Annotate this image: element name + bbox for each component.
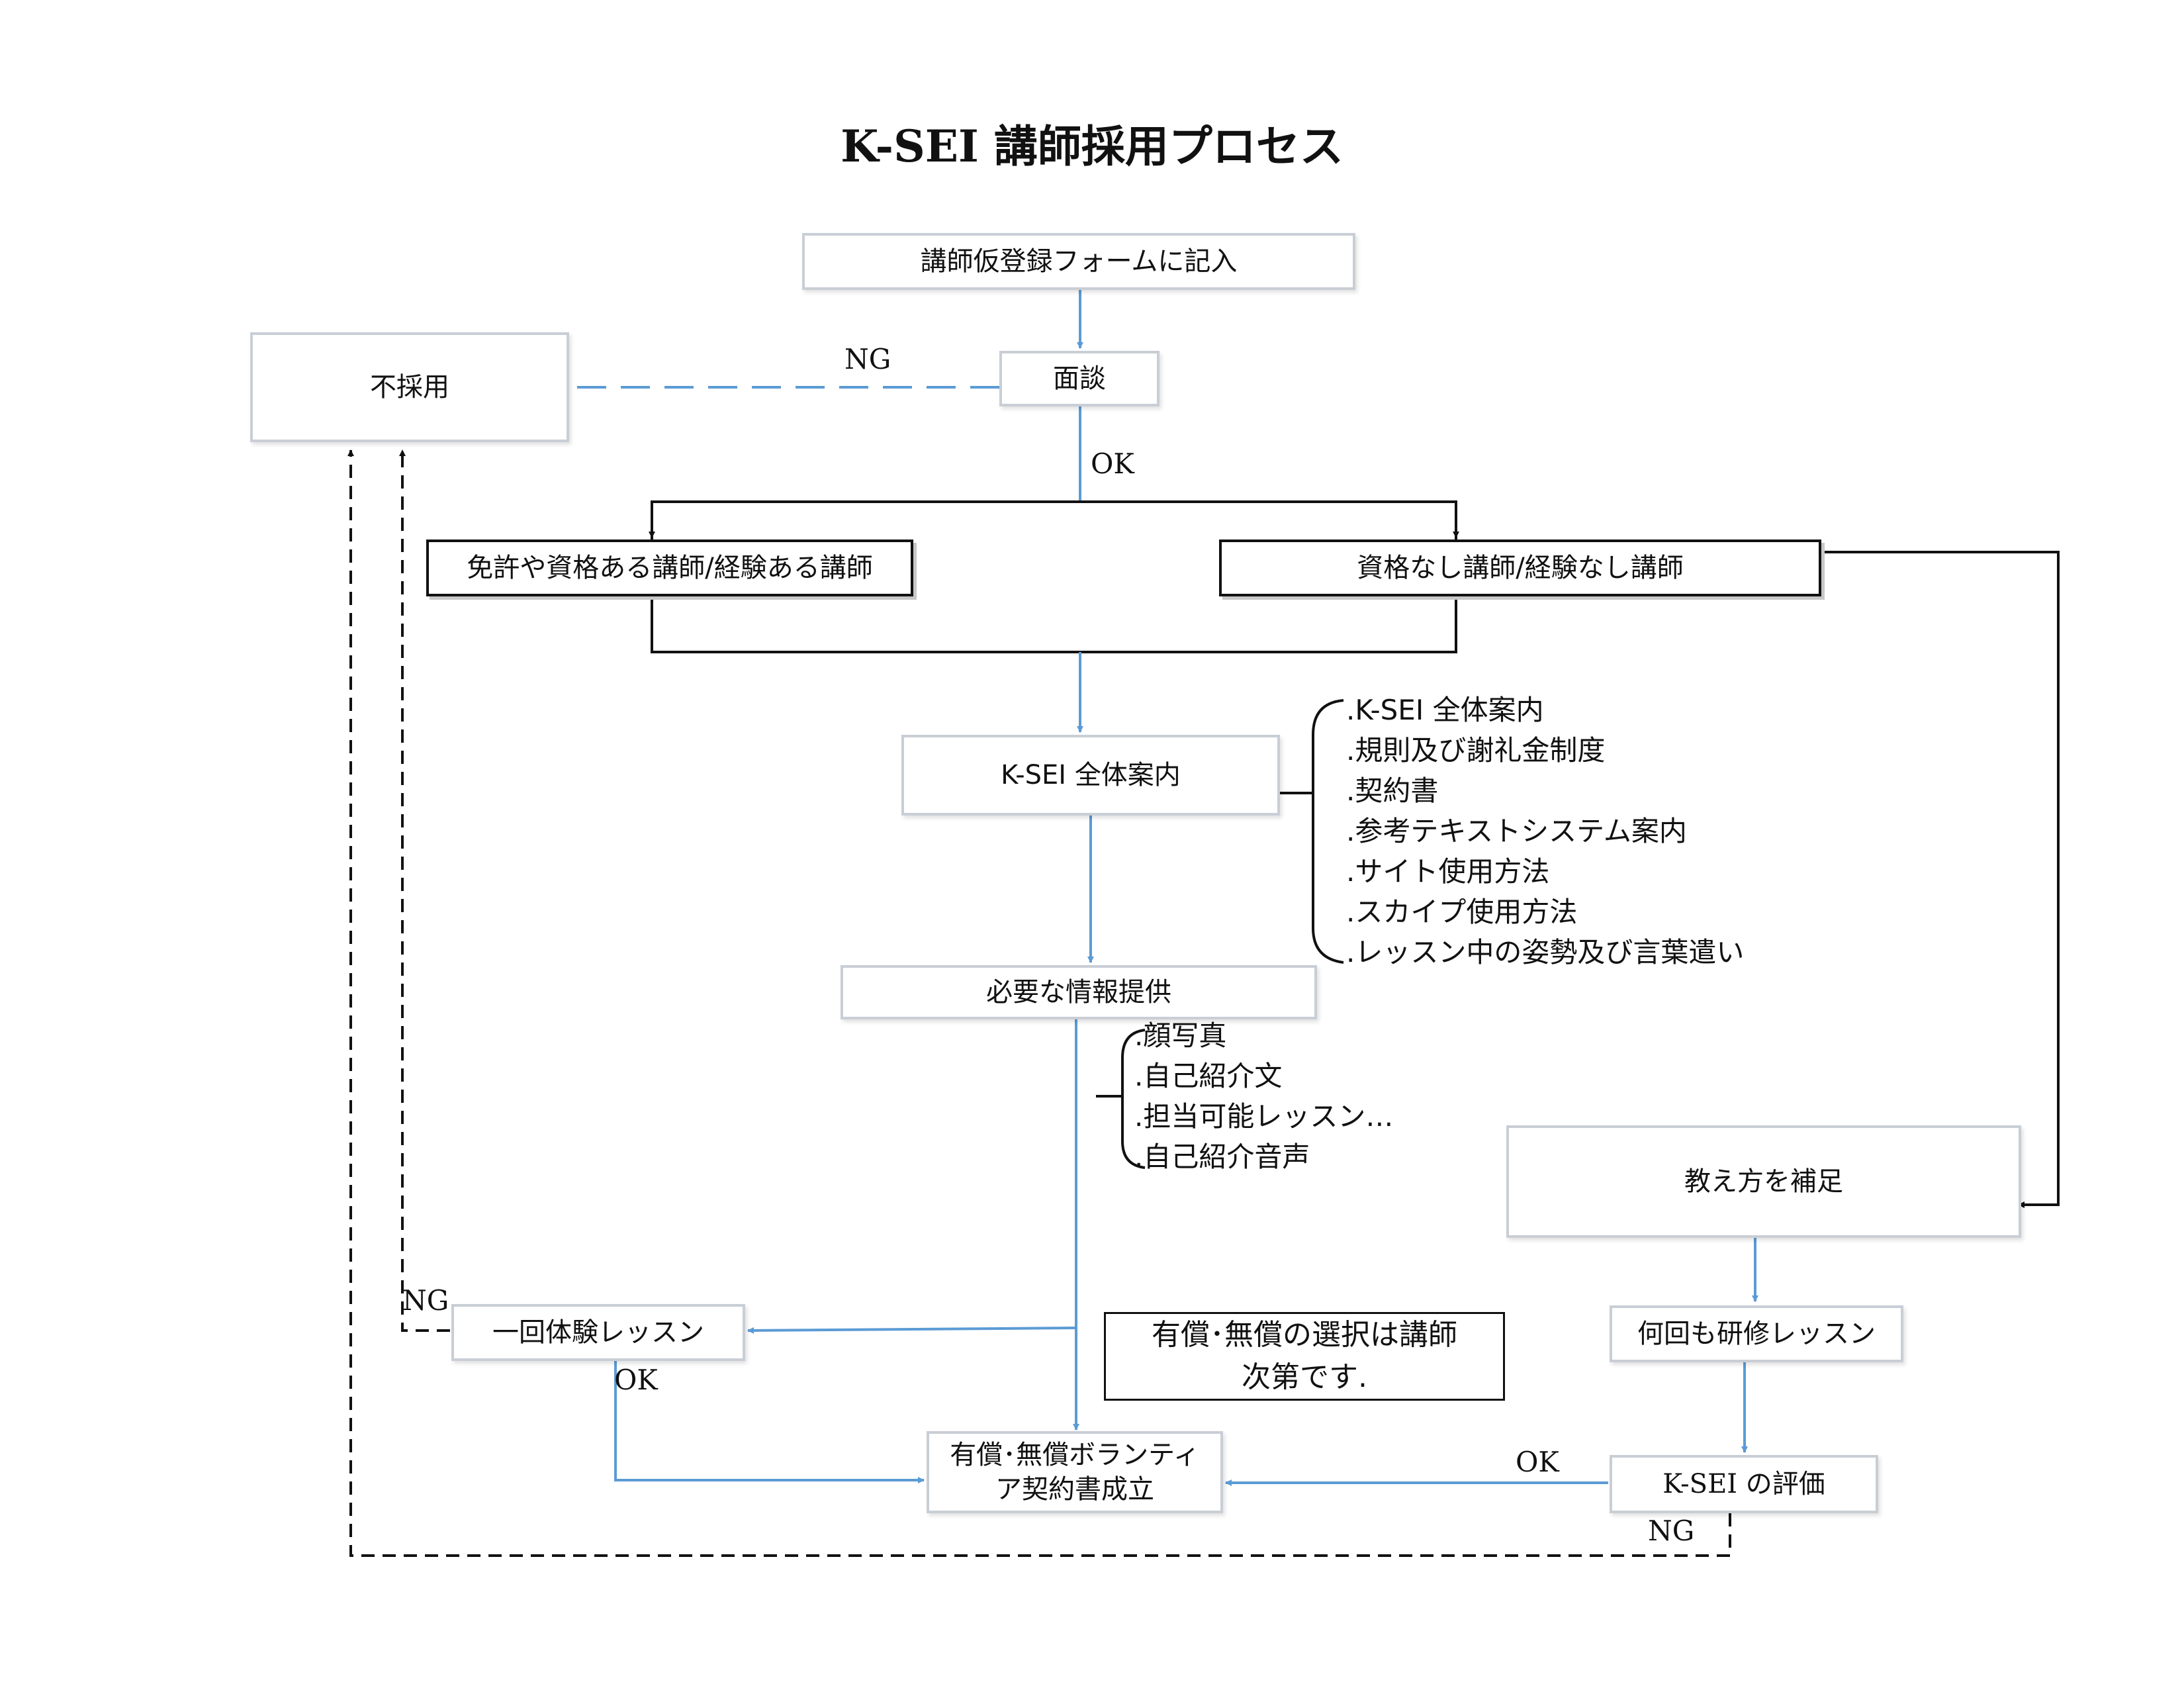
list-item: .自己紹介音声 [1134, 1141, 1310, 1173]
node-trial-lesson: 一回体験レッスン [451, 1304, 745, 1361]
note-paid-unpaid-choice: 有償･無償の選択は講師 次第です. [1104, 1312, 1505, 1401]
node-teaching-support: 教え方を補足 [1506, 1125, 2021, 1238]
node-interview: 面談 [999, 351, 1160, 406]
list-item: .規則及び謝礼金制度 [1346, 734, 1606, 767]
list-item: .参考テキストシステム案内 [1346, 815, 1687, 847]
list-item: .K-SEI 全体案内 [1346, 694, 1544, 726]
label-interview-ok: OK [1091, 447, 1134, 480]
arrow-to-trial [747, 1327, 1077, 1334]
note-line2: 次第です. [1242, 1360, 1367, 1394]
dashed-arrow-trial-ng [399, 449, 450, 1332]
split-line [651, 500, 1457, 539]
node-unqualified-teacher: 資格なし講師/経験なし講師 [1219, 539, 1821, 596]
node-contract-line1: 有償･無償ボランティ [950, 1440, 1200, 1470]
list-item: .契約書 [1346, 774, 1439, 807]
list-item: .スカイプ使用方法 [1346, 896, 1578, 928]
label-trial-ng: NG [402, 1284, 449, 1317]
node-training-lessons: 何回も研修レッスン [1610, 1305, 1903, 1362]
note-line1: 有償･無償の選択は講師 [1152, 1318, 1457, 1352]
list-item: .レッスン中の姿勢及び言葉遣い [1346, 936, 1745, 968]
label-evaluation-ng: NG [1648, 1515, 1695, 1547]
node-k-sei-guide: K-SEI 全体案内 [901, 735, 1280, 816]
node-qualified-teacher: 免許や資格ある講師/経験ある講師 [426, 539, 913, 596]
list-item: .自己紹介文 [1134, 1060, 1283, 1092]
node-k-sei-evaluation: K-SEI の評価 [1610, 1455, 1878, 1513]
node-contract: 有償･無償ボランティ ア契約書成立 [927, 1431, 1223, 1513]
guide-items-list: .K-SEI 全体案内 .規則及び謝礼金制度 .契約書 .参考テキストシステム案… [1346, 690, 1744, 972]
page-title: K-SEI 講師採用プロセス [841, 120, 1343, 172]
merge-line [651, 596, 1457, 653]
arrow-unqualified-to-support [1820, 551, 2060, 1208]
label-interview-ng: NG [844, 343, 891, 375]
arrow-trial-ok-to-contract [614, 1361, 925, 1483]
list-item: .顔写真 [1134, 1019, 1227, 1052]
label-evaluation-ok: OK [1516, 1446, 1559, 1478]
info-items-list: .顔写真 .自己紹介文 .担当可能レッスン… .自己紹介音声 [1134, 1015, 1393, 1177]
node-rejected: 不採用 [250, 332, 569, 442]
node-registration-form: 講師仮登録フォームに記入 [802, 233, 1355, 290]
brace-guide [1312, 699, 1344, 964]
node-information-provision: 必要な情報提供 [841, 965, 1317, 1019]
list-item: .担当可能レッスン… [1134, 1100, 1394, 1133]
brace-info [1121, 1029, 1146, 1169]
list-item: .サイト使用方法 [1346, 855, 1550, 888]
label-trial-ok: OK [614, 1364, 658, 1396]
node-contract-line2: ア契約書成立 [995, 1474, 1154, 1505]
dashed-arrow-evaluation-ng [347, 449, 1731, 1557]
